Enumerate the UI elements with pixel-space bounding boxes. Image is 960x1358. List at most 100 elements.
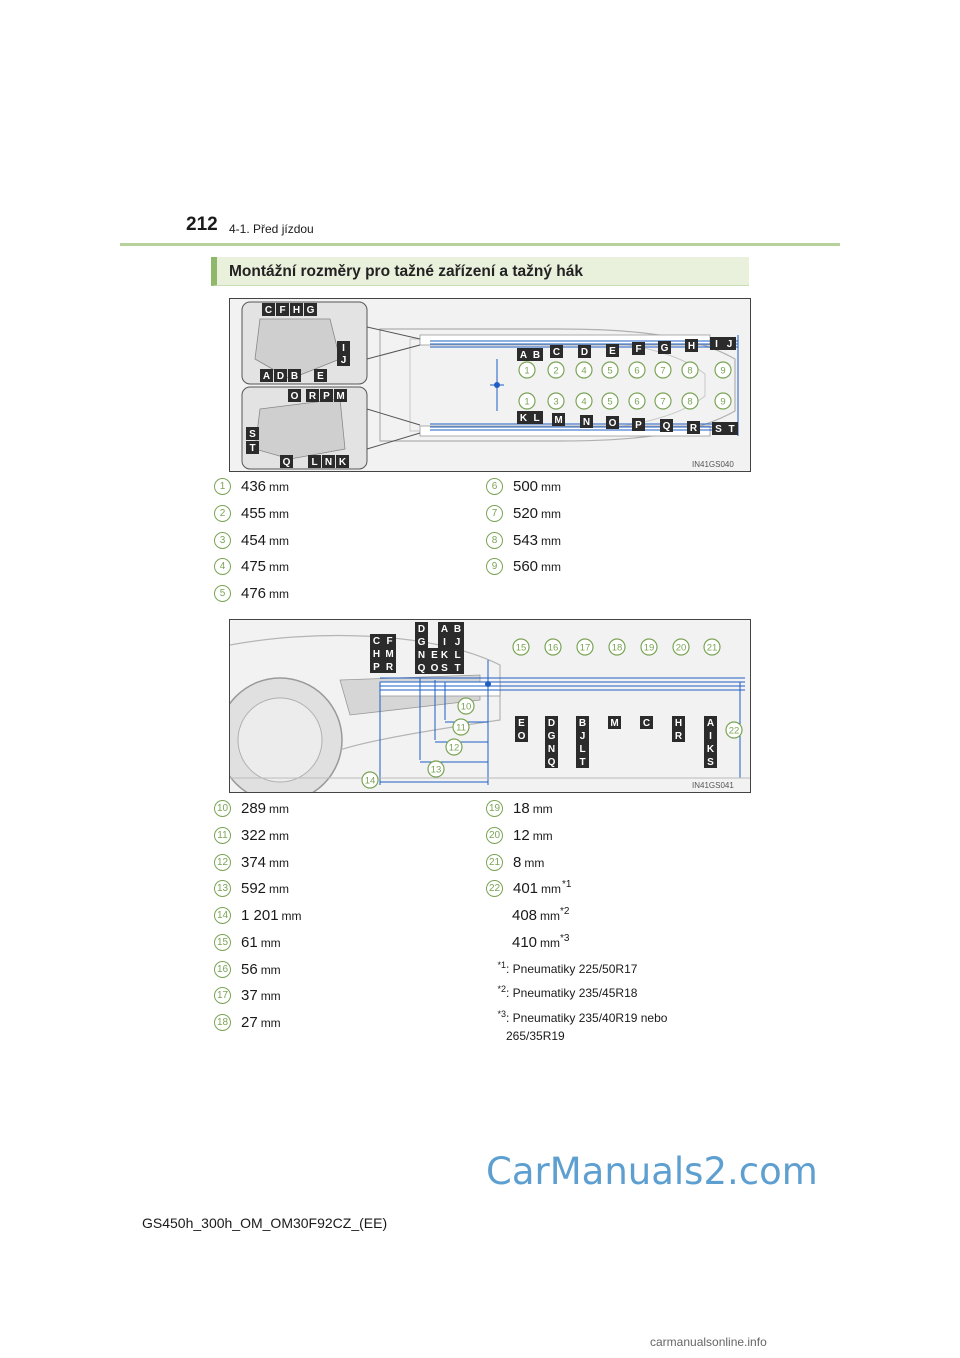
side-label-n: N bbox=[545, 742, 558, 755]
inset-label-o: O bbox=[288, 389, 301, 402]
upper-label-b: B bbox=[530, 348, 543, 361]
side-label-q: Q bbox=[545, 755, 558, 768]
svg-text:3: 3 bbox=[553, 397, 558, 408]
upper-label-c: C bbox=[550, 345, 563, 358]
svg-text:8: 8 bbox=[687, 366, 692, 377]
side-label-j: J bbox=[451, 635, 464, 648]
svg-text:P: P bbox=[323, 391, 330, 402]
inset-label-m: M bbox=[334, 389, 347, 402]
inset-label-h: H bbox=[290, 303, 303, 316]
svg-text:20: 20 bbox=[676, 643, 687, 654]
upper-label-e: E bbox=[606, 344, 619, 357]
svg-text:M: M bbox=[554, 415, 562, 426]
top-dim-17: 17 bbox=[576, 638, 594, 656]
lower-label-q: Q bbox=[660, 419, 673, 432]
upper-label-f: F bbox=[632, 342, 645, 355]
upper-label-a: A bbox=[517, 348, 530, 361]
svg-text:T: T bbox=[454, 663, 460, 674]
svg-text:6: 6 bbox=[634, 397, 639, 408]
dimension-number-badge: 16 bbox=[214, 960, 231, 978]
svg-text:15: 15 bbox=[516, 643, 527, 654]
dimension-unit: mm bbox=[260, 1015, 281, 1030]
right-dim-22: 22 bbox=[725, 721, 743, 739]
upper-dim-9: 9 bbox=[714, 361, 732, 379]
dimension-unit: mm bbox=[532, 828, 553, 843]
svg-text:16: 16 bbox=[548, 643, 559, 654]
side-label-o: O bbox=[515, 729, 528, 742]
lower-dim-7: 7 bbox=[654, 392, 672, 410]
document-code: GS450h_300h_OM_OM30F92CZ_(EE) bbox=[142, 1215, 388, 1231]
svg-text:F: F bbox=[279, 305, 285, 316]
dimension-unit: mm bbox=[269, 479, 290, 494]
svg-text:S: S bbox=[249, 429, 256, 440]
svg-text:S: S bbox=[707, 757, 714, 768]
dimension-unit: mm bbox=[541, 479, 562, 494]
dimension-number-badge: 22 bbox=[486, 879, 503, 897]
dimension-number-badge: 15 bbox=[214, 933, 231, 951]
svg-text:R: R bbox=[386, 662, 394, 673]
svg-text:21: 21 bbox=[707, 643, 718, 654]
upper-dim-6: 6 bbox=[628, 361, 646, 379]
side-label-m: M bbox=[383, 647, 396, 660]
svg-text:L: L bbox=[311, 457, 317, 468]
svg-text:G: G bbox=[548, 731, 556, 742]
dimension-unit: mm bbox=[260, 988, 281, 1003]
svg-text:11: 11 bbox=[456, 723, 466, 734]
side-label-b: B bbox=[451, 622, 464, 635]
inset-label-g: G bbox=[304, 303, 317, 316]
footnote: *1: Pneumatiky 225/50R17 bbox=[497, 960, 638, 976]
svg-text:K: K bbox=[441, 650, 449, 661]
dimension-number-badge: 7 bbox=[486, 504, 503, 522]
dimension-unit: mm bbox=[269, 586, 290, 601]
dimension-number-badge: 10 bbox=[214, 799, 231, 817]
svg-text:T: T bbox=[728, 424, 734, 435]
top-dim-19: 19 bbox=[640, 638, 658, 656]
svg-text:17: 17 bbox=[580, 643, 591, 654]
svg-text:K: K bbox=[520, 413, 528, 424]
side-label-e: E bbox=[515, 716, 528, 729]
svg-text:J: J bbox=[341, 355, 347, 366]
watermark-logo: CarManuals2.com bbox=[486, 1150, 818, 1193]
dimension-unit: mm bbox=[541, 882, 562, 896]
svg-text:O: O bbox=[518, 731, 526, 742]
inset-label-l: L bbox=[308, 455, 321, 468]
side-label-s: S bbox=[704, 755, 717, 768]
side-label-h: H bbox=[370, 647, 383, 660]
figure-code: IN41GS040 bbox=[692, 460, 734, 469]
svg-text:H: H bbox=[675, 718, 682, 729]
upper-label-i: I bbox=[710, 337, 723, 350]
lower-label-l: L bbox=[530, 411, 543, 424]
upper-label-d: D bbox=[578, 345, 591, 358]
svg-text:B: B bbox=[291, 371, 298, 382]
dimension-unit: mm bbox=[269, 881, 290, 896]
dimension-number-badge: 9 bbox=[486, 557, 503, 575]
svg-text:I: I bbox=[342, 343, 345, 354]
dimension-number-badge: 1 bbox=[214, 477, 231, 495]
svg-text:B: B bbox=[533, 350, 540, 361]
lower-dim-4: 4 bbox=[575, 392, 593, 410]
svg-text:J: J bbox=[580, 731, 586, 742]
lower-label-s: S bbox=[712, 422, 725, 435]
dimension-unit: mm bbox=[541, 559, 562, 574]
dimension-unit: mm bbox=[269, 801, 290, 816]
left-dim-11: 11 bbox=[452, 718, 470, 736]
svg-text:A: A bbox=[441, 624, 448, 635]
side-label-g: G bbox=[415, 635, 428, 648]
